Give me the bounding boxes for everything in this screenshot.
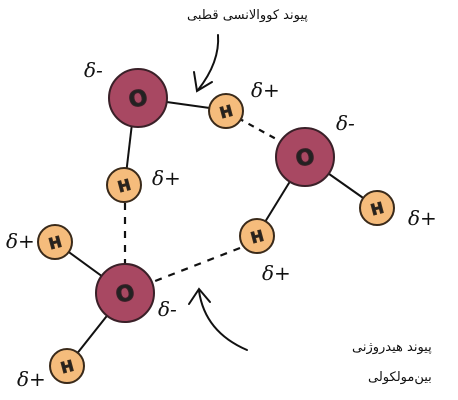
hydrogen-atom-5 <box>37 224 73 260</box>
hydrogen-bond-caption-line2: بین‌مولکولی <box>368 370 432 385</box>
arrow-hydrogen-head <box>188 287 211 305</box>
oxygen-atom-2 <box>275 127 335 187</box>
hydrogen-label-1: H <box>218 102 235 123</box>
charge-o3: δ- <box>158 297 177 321</box>
charge-h6: δ+ <box>17 367 46 391</box>
charge-h5: δ+ <box>6 229 35 253</box>
partial-charges: δ- δ+ δ- δ+ δ+ δ+ δ+ δ- δ+ <box>6 58 437 391</box>
pointer-arrows <box>188 34 248 351</box>
hydrogen-bond-caption-line1: پیوند هیدروژنی <box>352 340 432 355</box>
charge-h3: δ+ <box>262 261 291 285</box>
charge-h4: δ+ <box>408 206 437 230</box>
oxygen-atom-1 <box>108 68 168 128</box>
arrow-covalent-head <box>193 71 213 93</box>
hydrogen-label-3: H <box>249 227 266 248</box>
hbond-h1-o2 <box>237 117 288 146</box>
hydrogen-label-5: H <box>47 233 64 254</box>
charge-h1: δ+ <box>251 78 280 102</box>
arrow-covalent <box>197 34 220 91</box>
hydrogen-atom-1 <box>208 93 244 129</box>
charge-o1: δ- <box>84 58 103 82</box>
hydrogen-atom-6 <box>49 348 85 384</box>
covalent-bond-caption: پیوند کووالانسی قطبی <box>187 8 308 23</box>
hbond-h3-o3 <box>149 246 241 285</box>
hydrogen-label-6: H <box>59 357 76 378</box>
charge-h2: δ+ <box>152 166 181 190</box>
hydrogen-atom-3 <box>239 218 275 254</box>
charge-o2: δ- <box>336 111 355 135</box>
hydrogen-label-4: H <box>369 199 386 220</box>
hydrogen-atom-2 <box>106 167 142 203</box>
hydrogen-label-2: H <box>116 176 133 197</box>
hydrogen-atom-4 <box>359 190 395 226</box>
oxygen-atom-3 <box>95 263 155 323</box>
arrow-hydrogen <box>198 290 248 351</box>
oxygen-atoms: O O O <box>95 68 335 323</box>
hydrogen-atoms: H H H H H H <box>37 93 395 384</box>
hydrogen-bonds <box>123 117 288 285</box>
